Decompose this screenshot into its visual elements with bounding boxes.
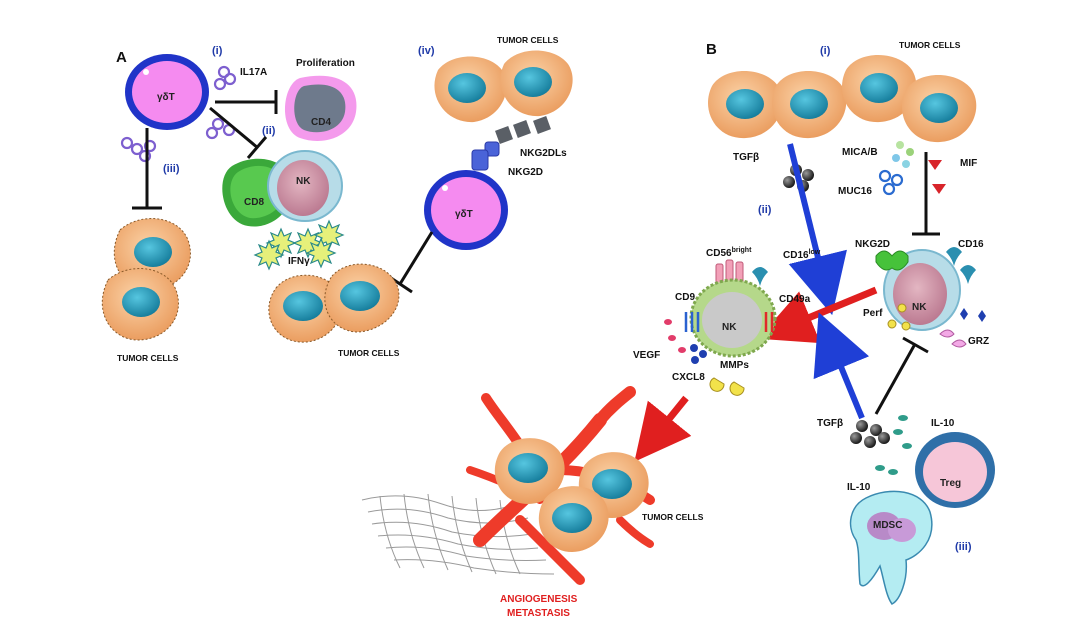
grz-label: GRZ	[968, 336, 989, 347]
mdsc-label: MDSC	[873, 520, 902, 531]
nk-cell-mid: NK	[689, 278, 777, 358]
panel-b-step-ii: (ii)	[758, 204, 772, 216]
inhibit-to-cd4	[215, 90, 278, 114]
tgfb-bottom-label: TGFβ	[817, 418, 843, 429]
mmps-label: MMPs	[720, 360, 749, 371]
cd9-label: CD9	[675, 292, 695, 303]
tumor-cells-top-b	[707, 55, 977, 143]
inhibit-iii	[132, 128, 162, 210]
tumor-cells-bottom	[494, 438, 649, 552]
nkg2d-label-b: NKG2D	[855, 239, 890, 250]
nkg2d-receptor-b	[875, 250, 909, 271]
cd8-label: CD8	[244, 197, 264, 208]
tumor-cells-mid-a	[268, 263, 400, 343]
cd16-label: CD16	[958, 239, 984, 250]
il10-mdsc-label: IL-10	[847, 482, 871, 493]
blue-arrow-bottom	[813, 312, 870, 420]
panel-a-step-iv: (iv)	[418, 45, 435, 57]
panel-b-step-iii: (iii)	[955, 541, 972, 553]
gd-t-cell-iv: γδT	[424, 170, 508, 250]
inhibit-bottom	[874, 336, 929, 415]
panel-a-step-ii: (ii)	[262, 125, 276, 137]
cd16-low-label: CD16low	[783, 249, 821, 261]
il17a-molecules	[120, 65, 237, 163]
red-arrow-nk	[758, 286, 878, 344]
ifng-molecules	[253, 219, 345, 271]
treg-label: Treg	[940, 478, 961, 489]
panel-a-step-iii: (iii)	[163, 163, 180, 175]
nkg2dls-label: NKG2DLs	[520, 148, 567, 159]
muc16-label: MUC16	[838, 186, 872, 197]
treg-cell: Treg	[915, 432, 995, 508]
cd16-low-receptor	[752, 267, 768, 286]
cd4-label: CD4	[311, 117, 331, 128]
panel-a-step-i: (i)	[212, 45, 223, 57]
metastasis-label: METASTASIS	[507, 608, 570, 619]
mif-molecules	[928, 160, 946, 194]
tumor-cells-mid-label: TUMOR CELLS	[338, 348, 400, 358]
nk-label-a: NK	[296, 176, 311, 187]
cd4-cell: CD4	[284, 75, 357, 141]
il17a-label: IL17A	[240, 67, 267, 78]
il10-molecules	[875, 415, 912, 475]
granzyme-molecules	[939, 308, 986, 348]
panel-a-label: A	[116, 49, 127, 66]
inhibit-mif	[912, 152, 940, 236]
cd56-label: CD56bright	[706, 247, 752, 259]
muc16-molecules	[878, 169, 904, 196]
blue-arrow-top	[787, 143, 847, 316]
nkg2d-receptor-a	[471, 141, 500, 171]
tumor-cells-top-b-label: TUMOR CELLS	[899, 40, 961, 50]
mif-label: MIF	[960, 158, 977, 169]
ifng-label: IFNγ	[288, 256, 310, 267]
nk-cell-a: NK	[267, 150, 343, 222]
vegf-label: VEGF	[633, 350, 660, 361]
tumor-cells-left	[101, 218, 191, 341]
cxcl8-molecules	[690, 344, 707, 364]
tgfb-molecules-bottom	[850, 420, 890, 448]
proliferation-label: Proliferation	[296, 58, 355, 69]
inhibit-to-cd8-nk	[209, 106, 268, 159]
mmp-molecules	[709, 377, 745, 396]
nkg2dl-molecules	[495, 116, 551, 144]
gd-t-label: γδT	[157, 92, 175, 103]
angiogenesis-label: ANGIOGENESIS	[500, 594, 578, 605]
gd-t-cell-a: γδT	[125, 54, 209, 130]
tumor-cells-top-a-label: TUMOR CELLS	[497, 35, 559, 45]
cd49a-label: CD49a	[779, 294, 811, 305]
cd49a-receptor	[764, 312, 774, 332]
mica-b-molecules	[892, 141, 914, 168]
nk-right-label: NK	[912, 302, 927, 313]
red-arrow-angio	[634, 395, 692, 462]
panel-b-step-i: (i)	[820, 45, 831, 57]
extracellular-matrix	[361, 493, 555, 575]
tumor-cells-bottom-label: TUMOR CELLS	[642, 512, 704, 522]
nk-mid-label: NK	[722, 322, 737, 333]
tumor-cells-left-label: TUMOR CELLS	[117, 353, 179, 363]
gd-t-label-2: γδT	[455, 209, 473, 220]
panel-b-label: B	[706, 41, 717, 58]
tgfb-top-label: TGFβ	[733, 152, 759, 163]
cxcl8-label: CXCL8	[672, 372, 705, 383]
cd9-receptor	[684, 312, 700, 332]
perf-label: Perf	[863, 308, 883, 319]
perforin-molecules	[887, 303, 911, 331]
mdsc-cell: MDSC	[849, 490, 933, 605]
nkg2d-label-a: NKG2D	[508, 167, 543, 178]
vegf-molecules	[664, 319, 686, 353]
mica-b-label: MICA/B	[842, 147, 878, 158]
tumor-cells-top-a	[434, 50, 573, 123]
il10-treg-label: IL-10	[931, 418, 955, 429]
cd16-receptors	[946, 247, 976, 284]
